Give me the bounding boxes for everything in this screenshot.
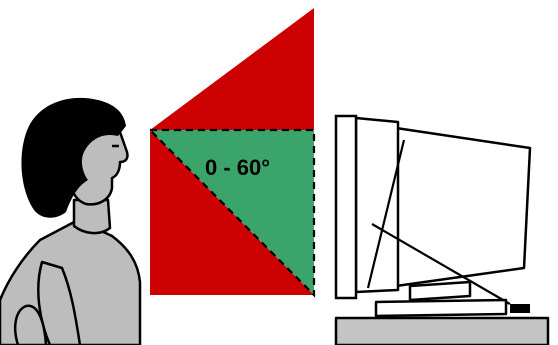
person-neck	[72, 198, 112, 235]
recommended-zone	[147, 128, 316, 298]
crt-monitor	[334, 114, 550, 345]
monitor-top-housing	[354, 116, 400, 294]
monitor-stand-base	[374, 298, 508, 318]
desk	[334, 316, 550, 345]
monitor-bottom-line	[371, 223, 511, 305]
monitor-rear-housing	[394, 126, 532, 288]
upper-red-zone	[150, 8, 314, 130]
person-hair	[21, 97, 127, 218]
monitor-stand-neck	[408, 280, 472, 302]
viewing-angle-label: 0 - 60°	[205, 155, 270, 180]
chair-back	[14, 304, 48, 345]
monitor-power-indicator	[510, 304, 530, 313]
person	[0, 97, 142, 345]
monitor-tilt-line	[366, 139, 406, 289]
monitor-front-bezel	[334, 114, 358, 300]
person-arm	[37, 260, 82, 345]
